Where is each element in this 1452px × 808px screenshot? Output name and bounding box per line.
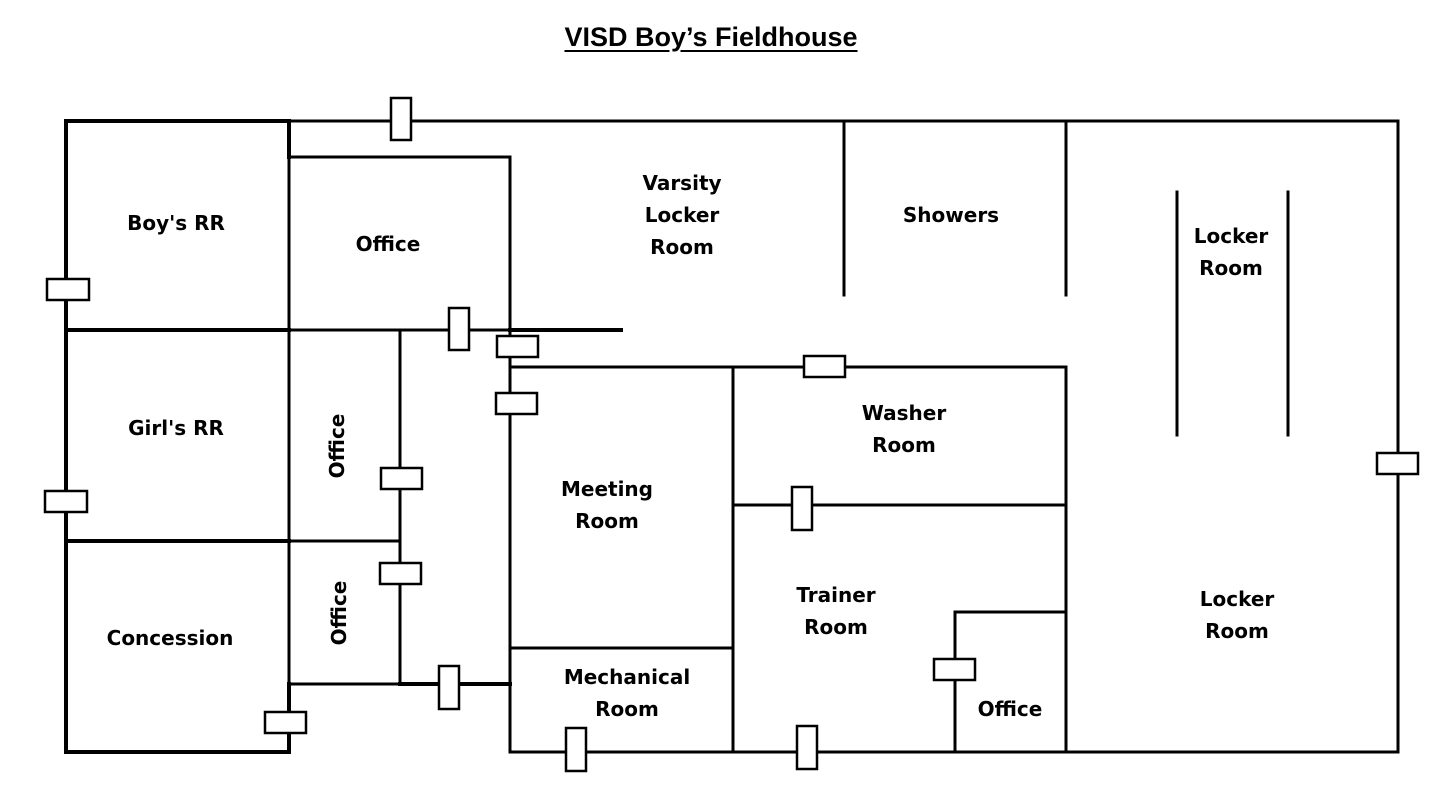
label-meeting-room-1: Meeting — [561, 477, 653, 501]
label-washer-room-2: Room — [872, 433, 936, 457]
label-boys-rr: Boy's RR — [127, 211, 225, 235]
label-office-low: Office — [327, 581, 351, 646]
door-office-mid[interactable] — [379, 466, 424, 491]
interior-walls — [64, 119, 1290, 754]
diagram-title: VISD Boy’s Fieldhouse — [564, 22, 858, 52]
door-locker-exterior[interactable] — [1375, 451, 1420, 476]
label-mechanical-room-1: Mechanical — [564, 665, 690, 689]
door-varsity-hall[interactable] — [495, 334, 540, 359]
label-showers: Showers — [903, 203, 999, 227]
label-office-trainer: Office — [978, 697, 1043, 721]
label-locker-room-lower-2: Room — [1205, 619, 1269, 643]
label-office-top: Office — [356, 232, 421, 256]
label-trainer-room-2: Room — [804, 615, 868, 639]
door-office-top[interactable] — [447, 306, 471, 352]
room-labels: Boy's RR Office Varsity Locker Room Show… — [107, 171, 1275, 721]
label-locker-room-lower-1: Locker — [1200, 587, 1275, 611]
door-washer-room[interactable] — [802, 354, 847, 379]
label-varsity-locker-3: Room — [650, 235, 714, 259]
label-varsity-locker-1: Varsity — [642, 171, 721, 195]
label-meeting-room-2: Room — [575, 509, 639, 533]
label-mechanical-room-2: Room — [595, 697, 659, 721]
door-trainer-office[interactable] — [932, 657, 977, 682]
door-mechanical[interactable] — [564, 726, 588, 773]
door-boys-rr[interactable] — [45, 277, 91, 302]
label-concession: Concession — [107, 626, 234, 650]
label-washer-room-1: Washer — [862, 401, 947, 425]
label-locker-room-upper-1: Locker — [1194, 224, 1269, 248]
door-washer-trainer[interactable] — [790, 485, 814, 532]
door-girls-rr[interactable] — [43, 489, 89, 514]
label-locker-room-upper-2: Room — [1199, 256, 1263, 280]
label-varsity-locker-2: Locker — [645, 203, 720, 227]
door-hall-lower[interactable] — [437, 664, 461, 711]
label-trainer-room-1: Trainer — [796, 583, 875, 607]
label-office-mid: Office — [325, 414, 349, 479]
door-trainer-exterior[interactable] — [795, 724, 819, 771]
door-meeting-room[interactable] — [494, 391, 539, 416]
door-office-low[interactable] — [378, 561, 423, 586]
door-concession[interactable] — [263, 710, 308, 735]
doors — [43, 96, 1420, 773]
label-girls-rr: Girl's RR — [128, 416, 224, 440]
door-top-entrance[interactable] — [389, 96, 413, 142]
